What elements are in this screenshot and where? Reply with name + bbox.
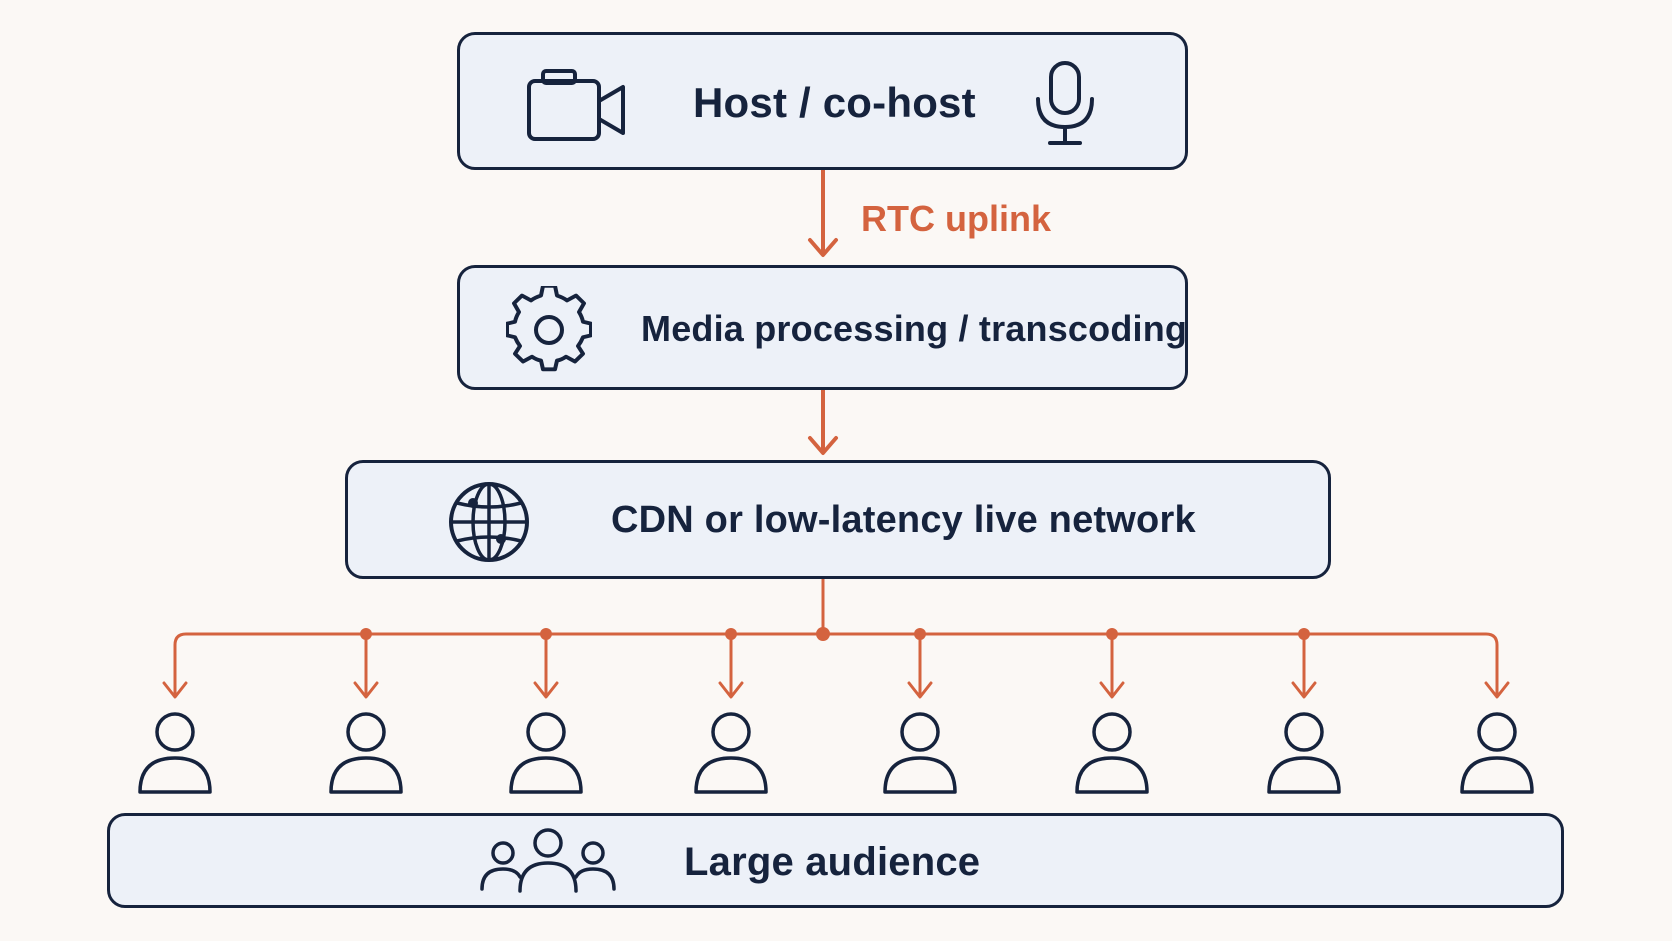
viewers-row xyxy=(0,710,1672,795)
person-icon xyxy=(694,712,768,794)
cdn-box: CDN or low-latency live network xyxy=(345,460,1331,579)
person-icon xyxy=(1075,712,1149,794)
viewer-arrow xyxy=(1099,628,1125,699)
edge-media-to-cdn xyxy=(808,390,838,455)
fanout-hub-dot xyxy=(816,627,830,641)
viewer-arrow xyxy=(718,628,744,699)
viewer-arrow xyxy=(533,628,559,699)
rtc-uplink-label: RTC uplink xyxy=(861,198,1051,239)
person-icon xyxy=(1460,712,1534,794)
audience-label: Large audience xyxy=(684,840,981,884)
viewer-arrow xyxy=(907,628,933,699)
viewer-arrow xyxy=(1291,628,1317,699)
edge-cdn-fanout xyxy=(162,579,1510,699)
microphone-icon xyxy=(1036,61,1094,145)
cdn-label: CDN or low-latency live network xyxy=(611,499,1196,541)
gear-icon xyxy=(506,286,592,372)
media-processing-box: Media processing / transcoding xyxy=(457,265,1188,390)
viewer-arrow xyxy=(1484,680,1510,699)
person-icon xyxy=(509,712,583,794)
person-icon xyxy=(1267,712,1341,794)
viewer-arrow xyxy=(353,628,379,699)
host-box: Host / co-host xyxy=(457,32,1188,170)
viewer-arrow xyxy=(162,680,188,699)
group-icon xyxy=(480,828,616,893)
audience-box: Large audience xyxy=(107,813,1564,908)
video-camera-icon xyxy=(527,69,625,141)
media-processing-label: Media processing / transcoding xyxy=(641,308,1188,349)
person-icon xyxy=(883,712,957,794)
host-label: Host / co-host xyxy=(693,79,976,126)
person-icon xyxy=(138,712,212,794)
person-icon xyxy=(329,712,403,794)
globe-icon xyxy=(449,482,529,562)
edge-host-to-media xyxy=(808,170,838,257)
